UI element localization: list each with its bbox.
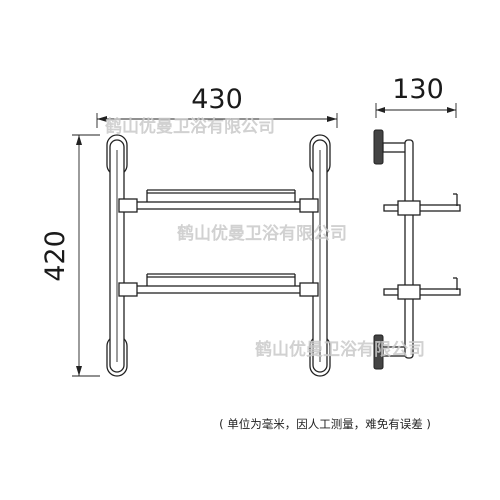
watermark-text: 鹤山优曼卫浴有限公司 bbox=[105, 116, 275, 137]
depth-label: 130 bbox=[392, 74, 444, 105]
unit-note: ( 单位为毫米，因人工测量，难免有误差 ) bbox=[219, 417, 431, 431]
bottom-shelf bbox=[118, 273, 319, 297]
watermark-text: 鹤山优曼卫浴有限公司 bbox=[255, 339, 425, 360]
width-dimension: 430 bbox=[96, 84, 338, 128]
side-top-shelf bbox=[383, 193, 461, 216]
left-upright bbox=[106, 134, 128, 377]
side-post bbox=[404, 139, 414, 359]
top-wall-mount bbox=[373, 129, 384, 165]
top-shelf bbox=[118, 189, 319, 213]
height-label: 420 bbox=[40, 230, 71, 282]
front-view: 430 420 bbox=[40, 84, 338, 377]
watermark-text: 鹤山优曼卫浴有限公司 bbox=[177, 223, 347, 244]
side-bottom-shelf bbox=[383, 277, 461, 300]
width-label: 430 bbox=[191, 84, 243, 115]
right-upright bbox=[309, 134, 331, 377]
side-view: 130 bbox=[373, 74, 461, 370]
height-dimension: 420 bbox=[40, 134, 100, 377]
depth-dimension: 130 bbox=[375, 74, 457, 118]
